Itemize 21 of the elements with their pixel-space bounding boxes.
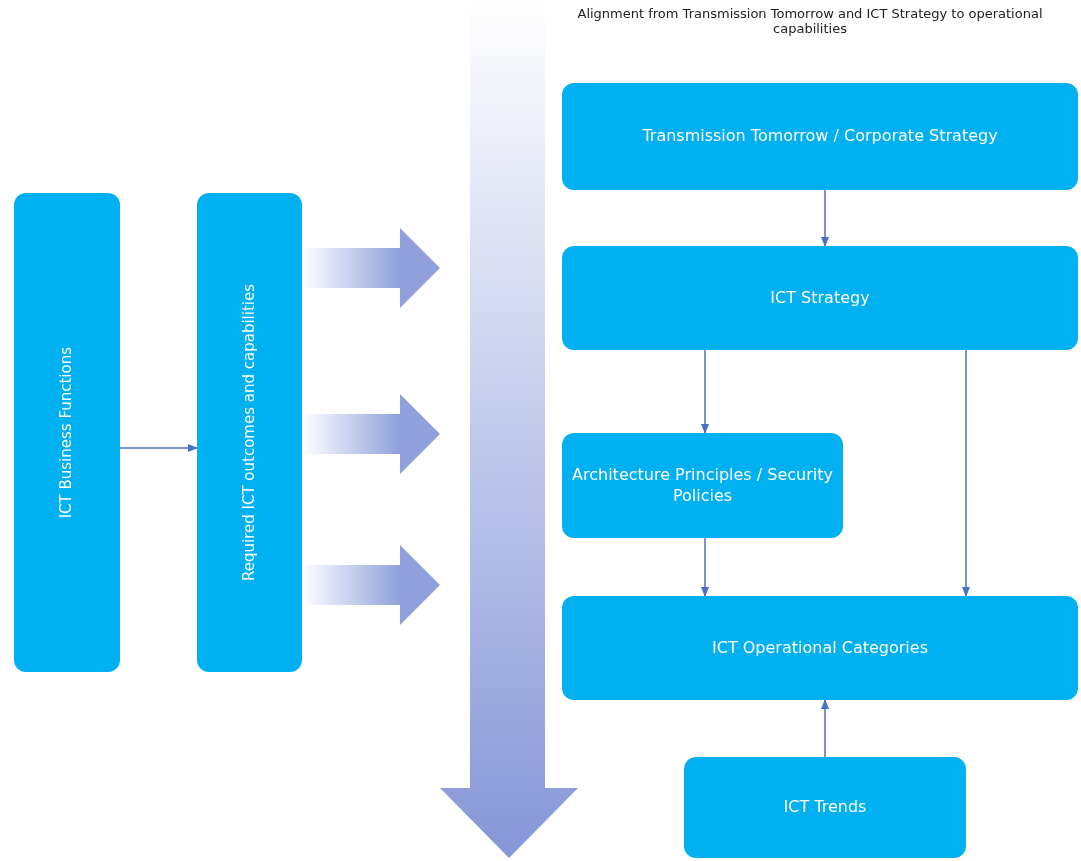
arrow [821, 189, 829, 247]
arrow [701, 349, 709, 434]
box-label: ICT Operational Categories [712, 637, 928, 659]
diagram-title: Alignment from Transmission Tomorrow and ICT Strategy to operational capabilities [576, 6, 1044, 36]
box-label: ICT Business Functions [57, 346, 77, 519]
process-box [197, 193, 302, 672]
process-box [562, 83, 1078, 190]
process-box [562, 596, 1078, 700]
arrow [821, 699, 829, 758]
process-box [684, 757, 966, 858]
box-label: Required ICT outcomes and capabilities [239, 284, 259, 581]
box-label: ICT Trends [783, 797, 867, 818]
arrow [962, 349, 970, 597]
process-box [562, 246, 1078, 350]
arrow [701, 537, 709, 597]
box-label: ICT Strategy [770, 287, 870, 309]
box-label: Transmission Tomorrow / Corporate Strategy [642, 126, 998, 147]
process-box [14, 193, 120, 672]
box-label: Architecture Principles / Security Policies [571, 464, 834, 507]
arrow [119, 444, 198, 452]
process-box [562, 433, 843, 538]
